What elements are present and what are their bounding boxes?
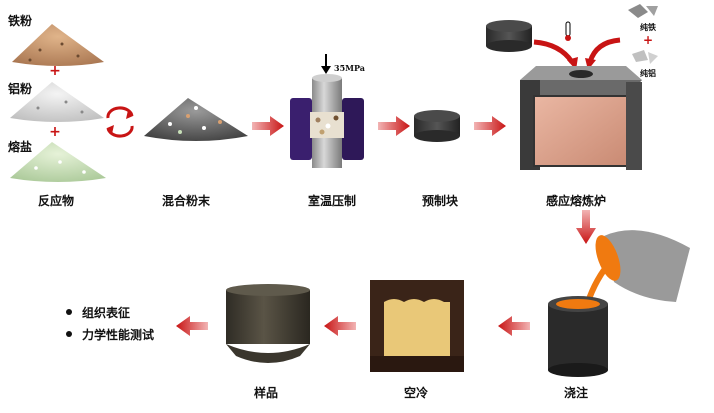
mixing-cycle-icon <box>106 106 134 138</box>
flow-arrow-left <box>176 316 208 336</box>
pure-iron-icon <box>628 4 658 18</box>
input-arrow <box>587 37 621 63</box>
list-item: 力学性能测试 <box>66 323 154 345</box>
label-induction-furnace: 感应熔炼炉 <box>546 194 607 208</box>
bullet-icon <box>66 309 72 315</box>
plus-icon: + <box>49 63 61 79</box>
flow-arrow-down <box>576 210 596 244</box>
molten-salt-pile <box>10 142 106 182</box>
label-pure-aluminum: 纯铝 <box>640 69 656 78</box>
flow-arrow-right <box>378 116 410 136</box>
aluminum-powder-pile <box>10 82 104 122</box>
label-preform: 预制块 <box>422 194 459 208</box>
label-mixed-powder: 混合粉末 <box>162 194 211 208</box>
list-item: 组织表征 <box>66 301 154 323</box>
plus-icon: + <box>643 33 653 47</box>
air-cooled-mold <box>370 280 464 372</box>
thermometer-icon <box>565 21 571 41</box>
pure-aluminum-icon <box>632 50 658 64</box>
iron-powder-pile <box>12 24 104 66</box>
preform-block-input <box>486 20 532 52</box>
sample-ingot <box>226 284 310 363</box>
label-aluminum-powder: 铝粉 <box>8 82 33 96</box>
flow-arrow-left <box>324 316 356 336</box>
mixed-powder-pile <box>144 98 248 141</box>
flow-arrow-right <box>474 116 506 136</box>
label-pressure: 35MPa <box>334 63 365 73</box>
flow-arrow-left <box>498 316 530 336</box>
characterization-list: 组织表征 力学性能测试 <box>66 301 154 345</box>
casting-mold <box>548 296 608 377</box>
plus-icon: + <box>49 124 61 140</box>
press-die <box>290 54 364 168</box>
label-cold-pressing: 室温压制 <box>308 194 357 208</box>
label-air-cooling: 空冷 <box>404 386 429 400</box>
label-pure-iron: 纯铁 <box>640 23 656 32</box>
induction-furnace <box>520 66 642 170</box>
label-reactants: 反应物 <box>38 194 75 208</box>
label-iron-powder: 铁粉 <box>8 14 33 28</box>
characterization-item: 组织表征 <box>82 305 131 320</box>
characterization-item: 力学性能测试 <box>82 327 155 342</box>
label-molten-salt: 熔盐 <box>8 140 33 154</box>
ladle <box>595 230 690 302</box>
label-pouring: 浇注 <box>564 386 589 400</box>
flow-arrow-right <box>252 116 284 136</box>
bullet-icon <box>66 331 72 337</box>
preform-block <box>414 110 460 142</box>
label-sample: 样品 <box>254 386 279 400</box>
input-arrow <box>533 39 575 64</box>
